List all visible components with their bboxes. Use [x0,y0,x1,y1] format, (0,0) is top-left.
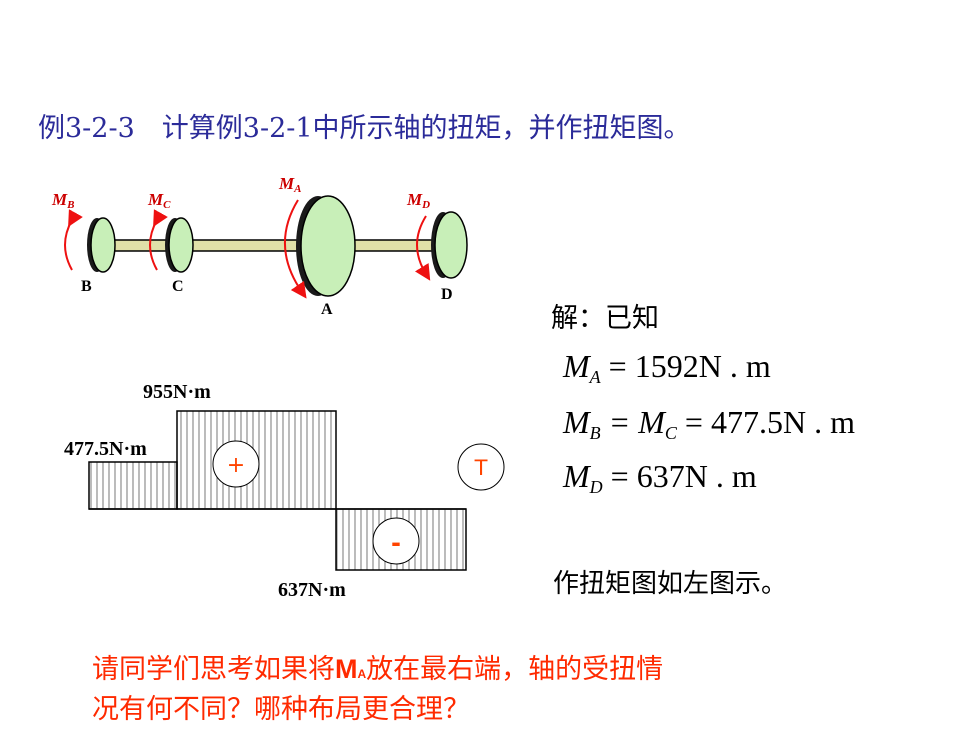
question-symbol-sub: A [357,667,367,681]
torque-symbol-circle [457,443,505,491]
negative-sign: - [391,529,401,557]
point-a-label: A [321,301,333,318]
segment-bc [88,461,178,510]
moment-c-label: MC [147,190,171,211]
question-part2: 放在最右端，轴的受扭情 [366,654,664,685]
positive-sign: + [227,453,245,478]
moment-c-arrow [149,209,168,271]
point-b-label: B [81,278,92,295]
point-c-label: C [172,278,184,295]
question-part1: 请同学们思考如果将 [92,654,335,685]
disk-b [64,209,116,273]
moment-a-arrow [283,199,307,299]
label-955: 955N·m [143,381,211,403]
disk-a [283,195,356,299]
moment-b-label: MB [51,190,74,211]
discussion-question: 请同学们思考如果将MA放在最右端，轴的受扭情 况有何不同？哪种布局更合理？ [92,652,852,727]
moment-d-label: MD [406,190,430,211]
negative-sign-circle [372,517,420,565]
moment-d-arrow [414,215,431,281]
question-line2: 况有何不同？哪种布局更合理？ [92,694,470,725]
question-symbol: M [335,654,358,684]
equation-mb-mc: MB = MC = 477.5N . m [563,404,855,443]
point-d-label: D [441,286,453,303]
positive-sign-circle [212,440,260,488]
slide-title: 例3-2-3 计算例3-2-1中所示轴的扭矩，并作扭矩图。 [38,113,691,144]
torque-symbol: T [474,456,488,480]
solution-conclusion: 作扭矩图如左图示。 [553,569,788,599]
disk-d [414,211,468,281]
moment-b-arrow [64,209,83,271]
equation-ma: MA = 1592N . m [563,348,771,387]
equation-md: MD = 637N . m [563,458,757,497]
moment-a-label: MA [278,174,301,195]
label-4775: 477.5N·m [64,438,147,460]
solution-heading: 解：已知 [551,303,659,334]
disk-c [149,209,194,273]
label-637: 637N·m [278,579,346,601]
